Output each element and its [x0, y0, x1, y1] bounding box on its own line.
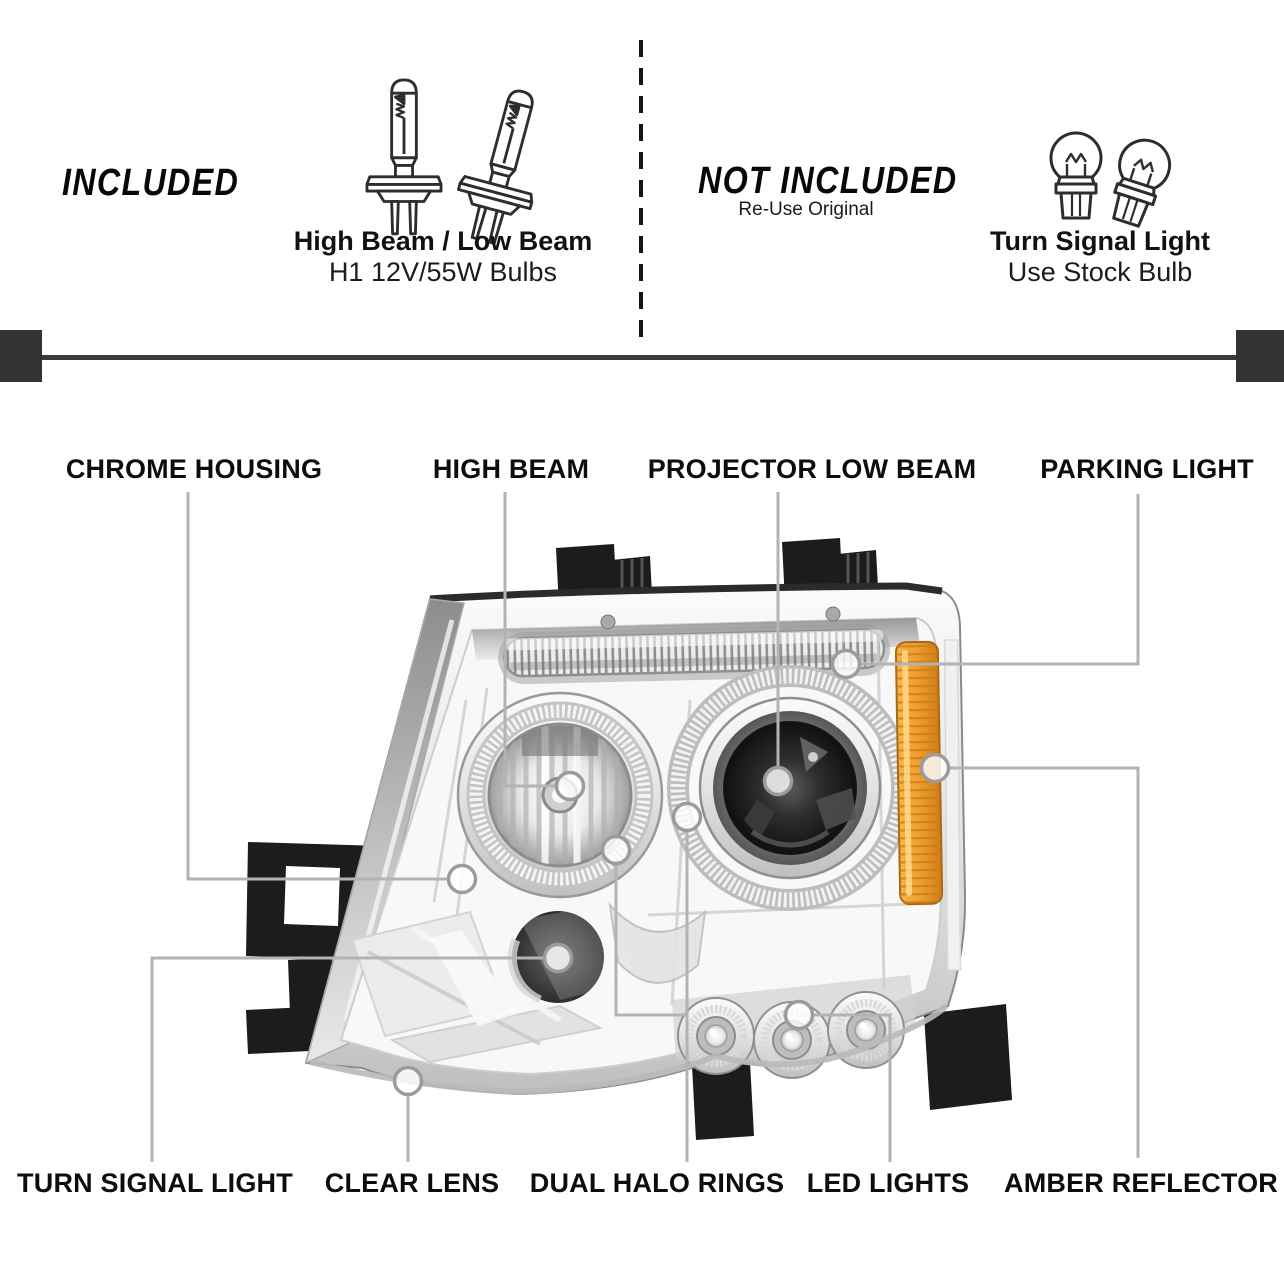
callout-marker — [600, 834, 632, 866]
callout-marker — [762, 765, 794, 797]
not-included-item-spec: Use Stock Bulb — [1007, 257, 1193, 287]
callout-dual-halo-rings — [614, 831, 689, 1162]
h1-bulb-pair-icon — [365, 78, 561, 252]
feature-label-parking-light: PARKING LIGHT — [1040, 454, 1254, 484]
callout-led-lights — [813, 1013, 892, 1162]
callout-marker — [919, 752, 951, 784]
turn-signal-bulb-pair-icon — [1049, 131, 1178, 232]
callout-lines — [150, 492, 1140, 1162]
feature-label-projector-low-beam: PROJECTOR LOW BEAM — [647, 454, 977, 484]
callout-turn-signal-light — [150, 956, 543, 1162]
callout-marker — [554, 770, 586, 802]
amber-reflector-strip — [894, 640, 944, 906]
included-item-name: High Beam / Low Beam — [293, 226, 593, 256]
mounting-tab-bottom — [692, 1062, 754, 1140]
feature-label-high-beam: HIGH BEAM — [432, 454, 590, 484]
included-title: INCLUDED — [62, 162, 240, 204]
halo-ring-high-beam — [469, 704, 651, 886]
feature-label-turn-signal-light: TURN SIGNAL LIGHT — [17, 1168, 293, 1198]
callout-marker — [783, 999, 815, 1031]
headlight-illustration — [246, 538, 1012, 1140]
horizontal-rule — [0, 330, 1284, 382]
callout-parking-light — [860, 494, 1140, 666]
feature-label-chrome-housing: CHROME HOUSING — [65, 454, 323, 484]
feature-label-clear-lens: CLEAR LENS — [324, 1168, 500, 1198]
callout-amber-reflector — [950, 766, 1140, 1158]
mounting-bracket-right — [924, 1004, 1012, 1110]
lower-lens-facets — [350, 910, 603, 1064]
not-included-item-name: Turn Signal Light — [990, 226, 1210, 256]
not-included-note: Re-Use Original — [738, 199, 874, 220]
callout-marker — [542, 942, 574, 974]
callout-marker — [830, 648, 862, 680]
callout-chrome-housing — [186, 492, 450, 881]
feature-label-led-lights: LED LIGHTS — [806, 1168, 970, 1198]
callout-high-beam — [503, 492, 556, 788]
included-item-spec: H1 12V/55W Bulbs — [328, 257, 558, 287]
callout-marker — [392, 1065, 424, 1097]
callout-marker — [446, 863, 478, 895]
callout-marker — [671, 801, 703, 833]
not-included-title: NOT INCLUDED — [698, 160, 958, 202]
led-light — [827, 991, 905, 1069]
feature-label-dual-halo-rings: DUAL HALO RINGS — [529, 1168, 785, 1198]
feature-label-amber-reflector: AMBER REFLECTOR — [1003, 1168, 1279, 1198]
led-light — [677, 997, 755, 1075]
